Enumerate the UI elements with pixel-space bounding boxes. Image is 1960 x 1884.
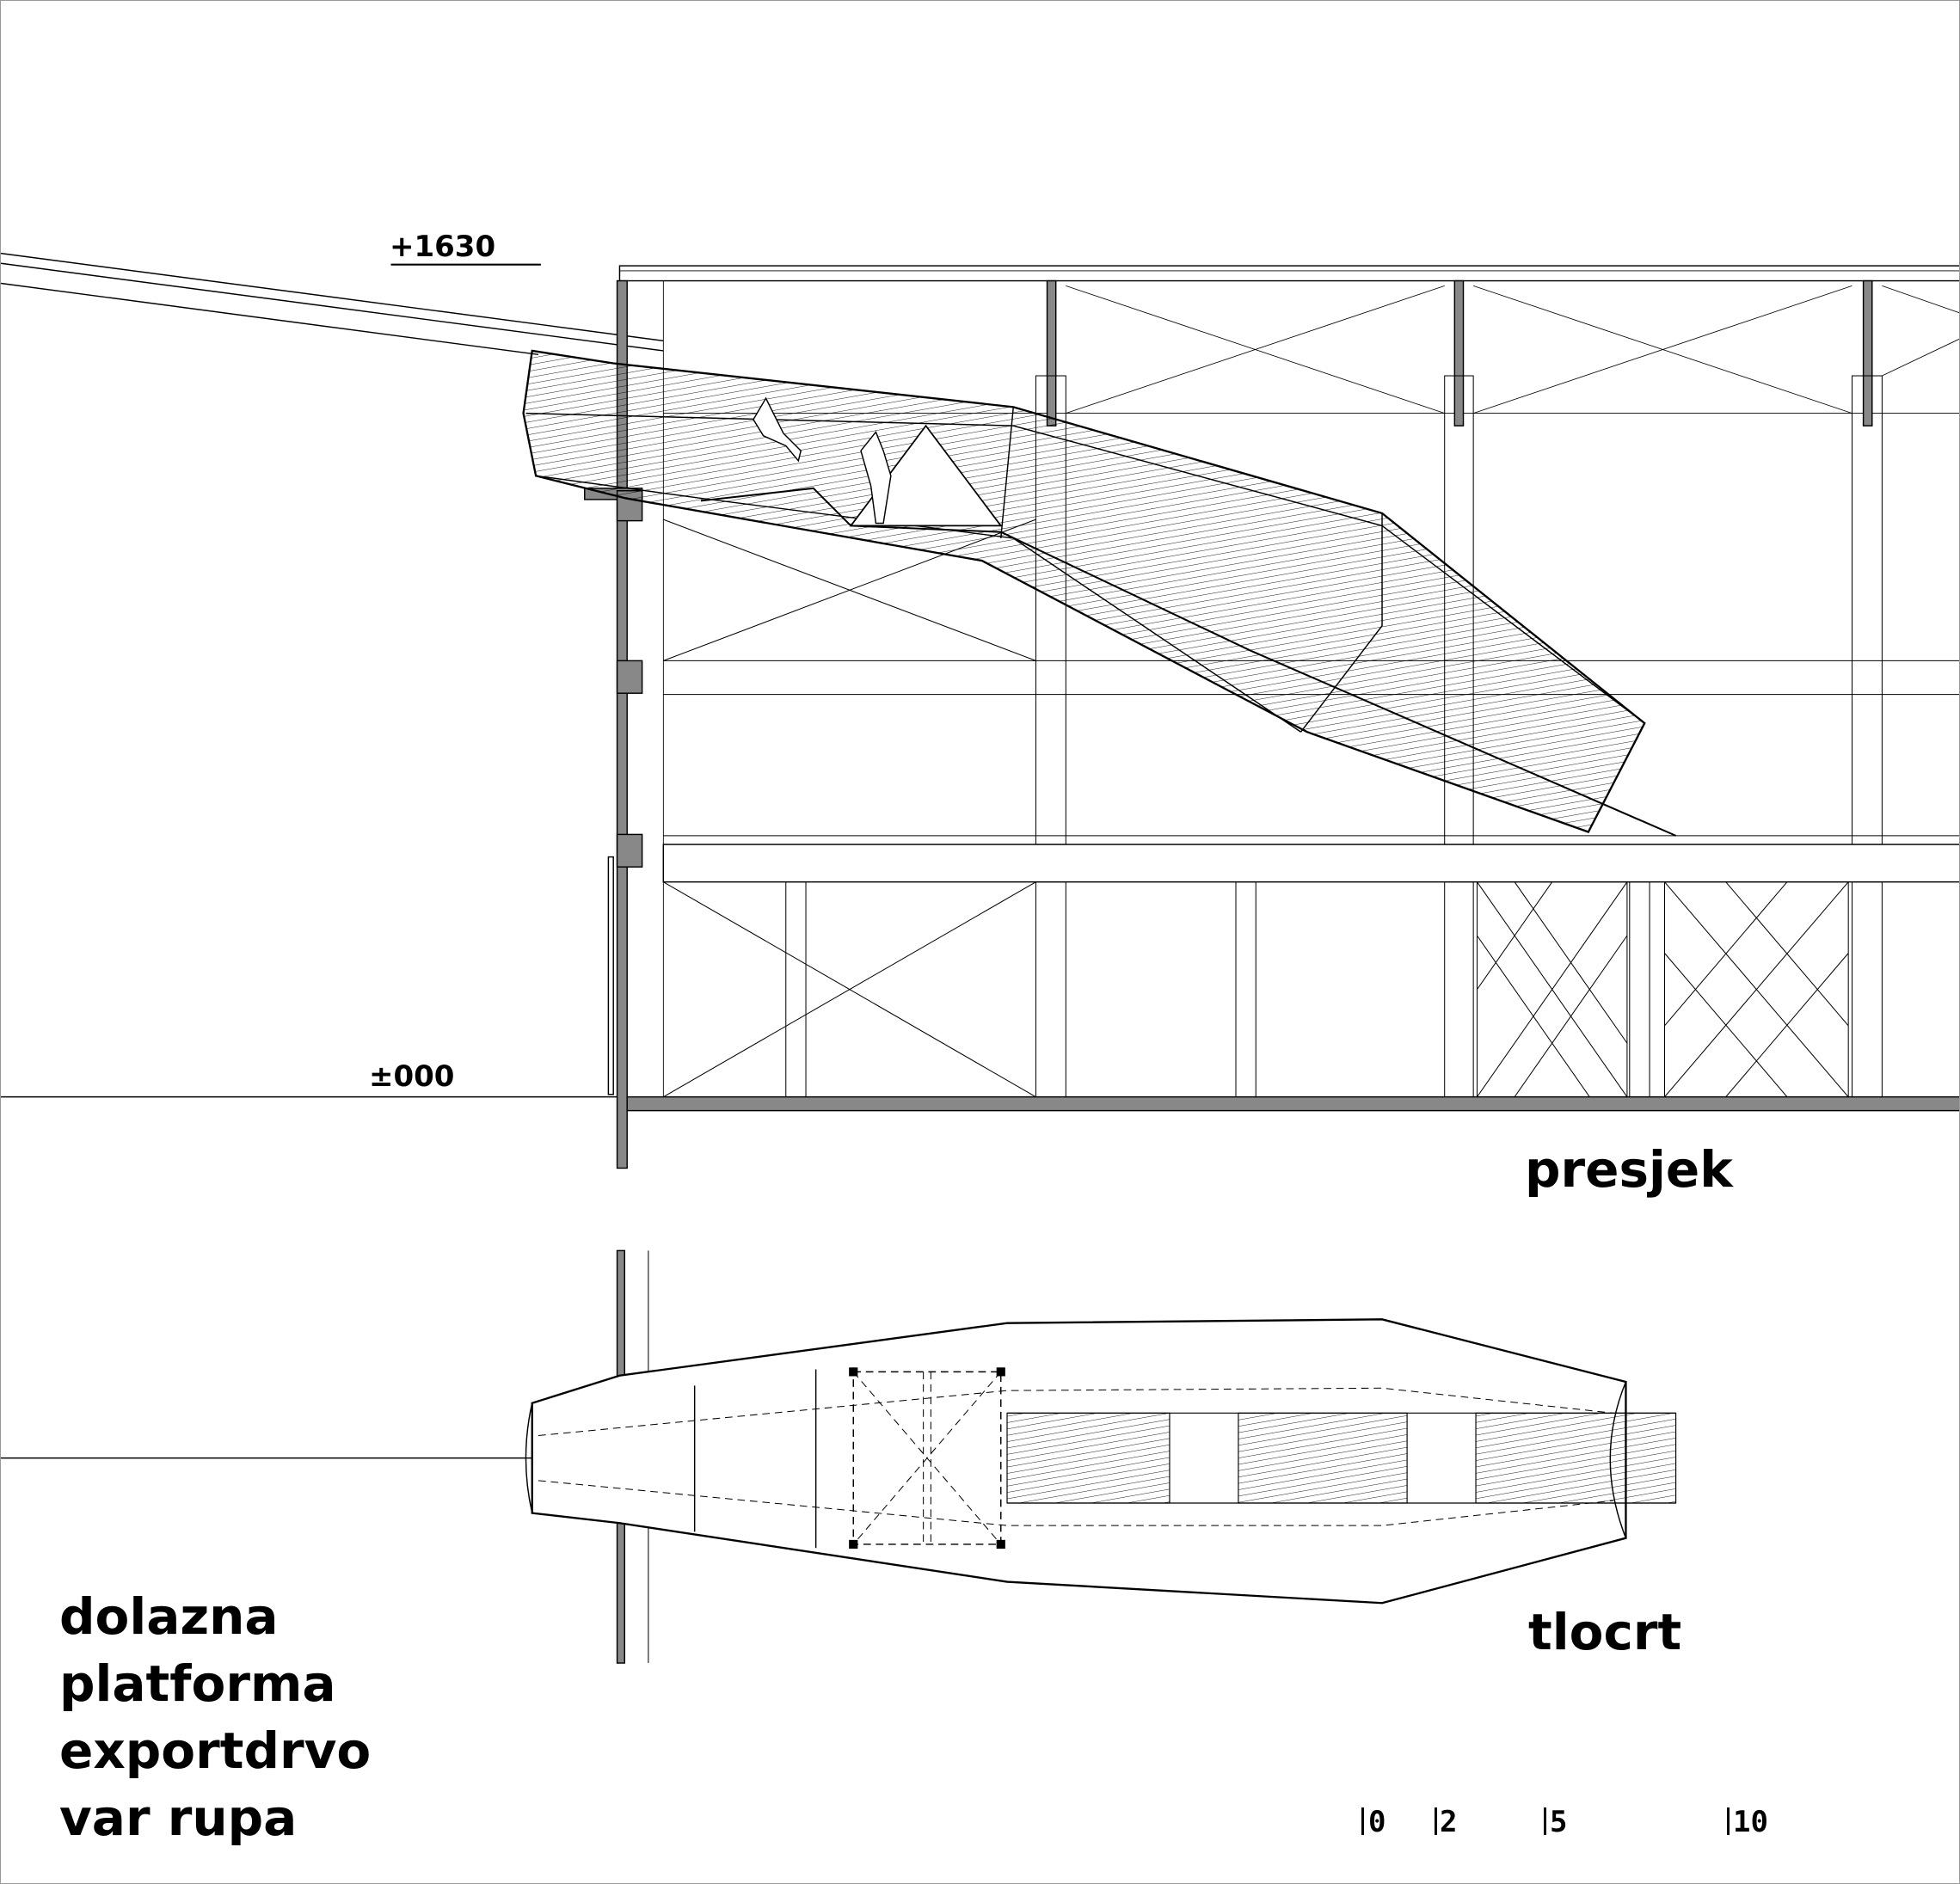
arrival-platform-tube <box>522 349 1646 833</box>
level-label-ground: ±000 <box>369 1059 455 1094</box>
floor-slab <box>662 844 1959 883</box>
plan-label: tlocrt <box>1528 1603 1682 1661</box>
cable-line <box>1 262 664 352</box>
facade-wall <box>616 279 628 1169</box>
truss-posts <box>1046 279 1873 427</box>
section-label: presjek <box>1525 1140 1733 1199</box>
title-line: var rupa <box>59 1789 298 1847</box>
plan-view <box>1 1249 1677 1664</box>
staircase <box>700 487 1676 837</box>
roof-beam <box>618 265 1959 282</box>
section-view <box>1 252 1959 1169</box>
human-figures <box>753 396 892 525</box>
level-label-top: +1630 <box>390 230 496 264</box>
ground-slab <box>618 1095 1959 1112</box>
scale-tick <box>1361 1807 1364 1835</box>
scale-tick <box>1435 1807 1437 1835</box>
cable-line <box>1 252 664 342</box>
scale-tick <box>1727 1807 1730 1835</box>
scale-label: 2 <box>1440 1805 1458 1839</box>
cable-line <box>1 282 539 356</box>
lower-structure <box>663 881 1883 1098</box>
title-line: exportdrvo <box>59 1721 372 1780</box>
scale-label: 5 <box>1550 1805 1568 1839</box>
title-line: dolazna <box>59 1587 279 1646</box>
drawing-title: dolazna platforma exportdrvo var rupa <box>59 1583 371 1851</box>
roof-truss <box>663 285 1959 414</box>
scale-label: 0 <box>1368 1805 1386 1839</box>
door-frame <box>607 856 614 1095</box>
scale-tick <box>1544 1807 1546 1835</box>
stair-runs <box>1006 1412 1677 1504</box>
wall-brackets <box>584 488 643 868</box>
title-line: platforma <box>59 1654 336 1713</box>
truss-plan <box>852 1371 1002 1545</box>
scale-label: 10 <box>1733 1805 1768 1839</box>
